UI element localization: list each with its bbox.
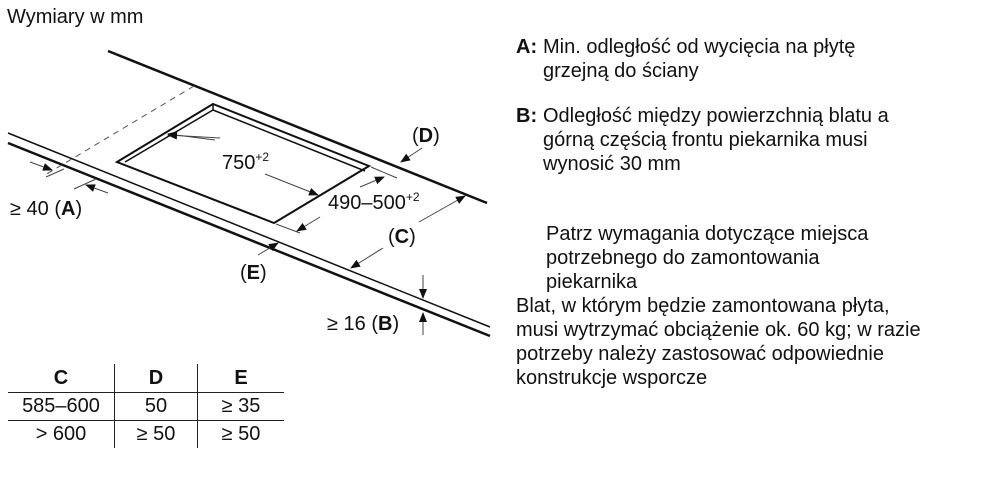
table-row: > 600 ≥ 50 ≥ 50: [8, 420, 284, 448]
cutout-diagram: [7, 49, 491, 338]
diagram-title: Wymiary w mm: [7, 6, 144, 28]
header-c: C: [53, 366, 69, 389]
dimension-e-label: (E): [240, 262, 267, 284]
worktop-front-top-edge: [7, 132, 491, 328]
dimension-d-label: (D): [412, 125, 440, 147]
dimension-c-label: (C): [388, 226, 416, 248]
dimension-b-label: ≥ 16 (B): [327, 313, 400, 335]
table-cell: 50: [114, 392, 198, 421]
table-cell: > 600: [8, 420, 115, 448]
note-worktop: Blat, w którym będzie zamontowana płyta,…: [516, 295, 921, 389]
cutout-length-label: 750+2: [222, 150, 270, 174]
dashed-projection-line: [44, 85, 195, 176]
note-a-key: A:: [516, 36, 538, 58]
dimension-a-label: ≥ 40 (A): [10, 198, 83, 220]
cutout-width-label: 490–500+2: [328, 190, 420, 214]
worktop-front-bottom-edge: [7, 141, 491, 338]
header-d: D: [114, 364, 198, 393]
dimension-table: C D E 585–600 50 ≥ 35 > 600 ≥ 50 ≥ 50: [8, 364, 284, 448]
wall-edge-line: [107, 49, 488, 205]
table-cell: 585–600: [8, 392, 115, 421]
note-a: A:Min. odległość od wycięcia na płytę gr…: [516, 36, 856, 82]
note-b: B:Odległość między powierzchnią blatu a …: [516, 105, 889, 175]
table-cell: ≥ 35: [197, 392, 284, 421]
table-row: 585–600 50 ≥ 35: [8, 392, 284, 421]
note-oven: Patrz wymagania dotyczące miejsca potrze…: [546, 223, 869, 293]
table-cell: ≥ 50: [197, 420, 284, 448]
header-e: E: [197, 364, 284, 393]
table-header-row: C D E: [8, 364, 284, 393]
table-cell: ≥ 50: [114, 420, 198, 448]
cutout-outline: [114, 102, 372, 225]
note-b-key: B:: [516, 105, 538, 127]
